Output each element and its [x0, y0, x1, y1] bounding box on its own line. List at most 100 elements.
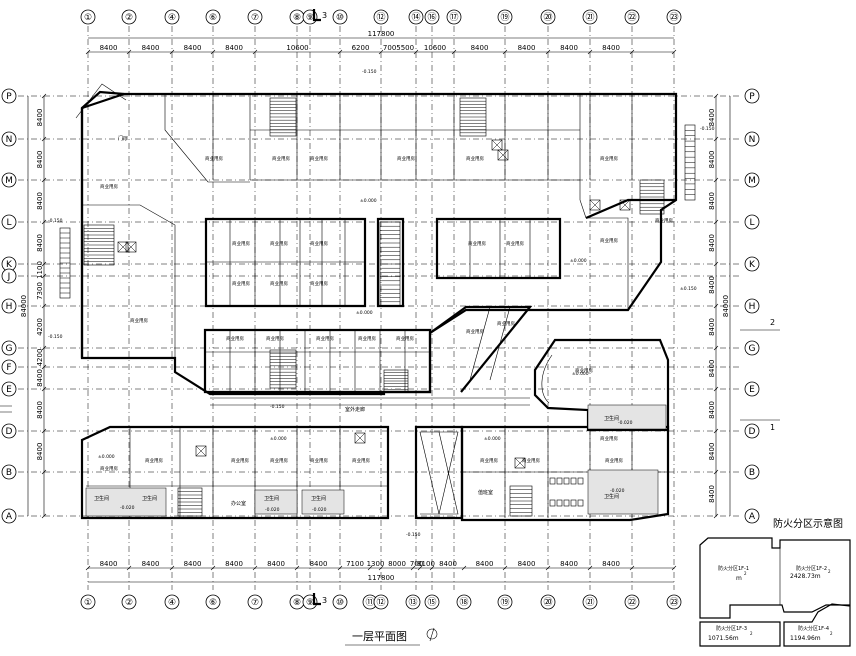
row-axis-right-9	[744, 381, 760, 397]
stairs-and-shafts	[59, 97, 696, 517]
level-label-6: -0.150	[270, 404, 285, 410]
fire-zone-4-area-sup: 2	[830, 631, 833, 636]
right-dim-5: 8400	[708, 318, 716, 336]
column-axis-bottom-1	[121, 594, 137, 610]
bottom-dim-0: 8400	[100, 560, 118, 568]
corridor-band: 室外走廊	[210, 397, 530, 413]
column-axis-top-1	[121, 9, 137, 25]
row-axis-left-8-label: F	[6, 363, 11, 373]
room-toilet-2: 卫生间	[311, 495, 326, 502]
row-axis-right-0-label: P	[749, 92, 755, 102]
row-axis-left-0	[1, 88, 17, 104]
room-office: 办公室	[231, 500, 246, 507]
shop-labels: 商业用房商业用房商业用房商业用房商业用房商业用房商业用房商业用房商业用房商业用房…	[100, 155, 673, 472]
row-axis-right-9-label: E	[749, 385, 755, 395]
row-axis-left-6-label: H	[6, 302, 13, 312]
row-axis-right-3-label: L	[749, 218, 754, 228]
top-dim-11: 8400	[602, 44, 620, 52]
bottom-dim-1: 8400	[142, 560, 160, 568]
shop-label-4: 商业用房	[466, 155, 484, 162]
fire-zone-2-area: 2428.73m	[790, 573, 821, 580]
room-toilet-4: 卫生间	[142, 495, 157, 502]
column-axis-bottom-8-label: ⑪	[365, 597, 374, 608]
row-axis-left-10	[1, 423, 17, 439]
side-mark-2: 2	[770, 318, 775, 327]
column-axis-top-14-label: ㉑	[585, 12, 594, 23]
bottom-dim-12: 8400	[476, 560, 494, 568]
column-axis-bottom-15	[582, 594, 598, 610]
top-dim-9: 8400	[518, 44, 536, 52]
row-axis-right-4	[744, 256, 760, 272]
row-axis-left-2	[1, 172, 17, 188]
row-axis-right-11	[744, 464, 760, 480]
row-axis-left-8	[1, 359, 17, 375]
shop-label-28: 商业用房	[270, 457, 288, 464]
column-axis-bottom-9-label: ⑫	[376, 597, 385, 608]
bottom-dim-15: 8400	[602, 560, 620, 568]
fire-zone-2-label: 防火分区1F-2	[796, 565, 827, 572]
level-label-5: ±0.000	[356, 310, 373, 316]
shop-label-1: 商业用房	[272, 155, 290, 162]
level-label-15: -0.020	[610, 488, 625, 494]
column-axis-bottom-13-label: ⑲	[500, 597, 509, 608]
row-axis-right-12	[744, 508, 760, 524]
top-dim-7: 10600	[424, 44, 446, 52]
shop-label-7: 商业用房	[270, 240, 288, 247]
shop-label-22: 商业用房	[466, 328, 484, 335]
shop-label-8: 商业用房	[310, 240, 328, 247]
shop-label-23: 商业用房	[497, 320, 515, 327]
right-dim-6: 8400	[708, 360, 716, 378]
column-axis-top-15-label: ㉒	[627, 12, 636, 23]
column-axis-bottom-13	[497, 594, 513, 610]
fire-zone-title: 防火分区示意图	[773, 517, 843, 530]
column-axis-top-6-label: ⑨	[306, 13, 314, 23]
column-axis-bottom-7	[332, 594, 348, 610]
shop-label-19: 商业用房	[316, 335, 334, 342]
bottom-total-dim: 117800	[368, 574, 395, 582]
column-axis-bottom-12-label: ⑱	[459, 597, 468, 608]
column-axis-top-9-label: ⑭	[411, 12, 420, 23]
top-dim-10: 8400	[560, 44, 578, 52]
column-axis-top-7-label: ⑩	[336, 13, 344, 23]
column-axis-top-7	[332, 9, 348, 25]
column-axis-top-10	[424, 9, 440, 25]
column-axis-bottom-9	[373, 594, 389, 610]
section-marks: 3 3 2 1	[0, 9, 780, 606]
column-axis-top-0-label: ①	[84, 13, 92, 23]
row-axis-left-2-label: M	[5, 176, 13, 186]
column-axis-bottom-11-label: ⑮	[427, 597, 436, 608]
column-axis-top-1-label: ②	[125, 13, 133, 23]
row-axis-right-0	[744, 88, 760, 104]
level-label-14: -0.020	[312, 507, 327, 513]
column-axis-bottom-10	[405, 594, 421, 610]
column-axis-bottom-0	[80, 594, 96, 610]
shop-label-13: 商业用房	[506, 240, 524, 247]
level-label-0: -0.150	[362, 69, 377, 75]
shop-label-35: 商业用房	[655, 217, 673, 224]
left-dim-9: 8400	[36, 401, 44, 419]
column-axis-top-0	[80, 9, 96, 25]
shop-label-15: 商业用房	[100, 183, 118, 190]
column-axis-top-4	[247, 9, 263, 25]
side-mark-1: 1	[770, 423, 775, 432]
bottom-dim-4: 8400	[267, 560, 285, 568]
bottom-dim-6: 7100	[346, 560, 364, 568]
room-duty: 值班室	[478, 489, 493, 496]
column-axis-top-4-label: ⑦	[251, 13, 259, 23]
shop-label-27: 商业用房	[231, 457, 249, 464]
row-axis-left-5	[1, 268, 17, 284]
left-dim-1: 8400	[36, 151, 44, 169]
top-dim-8: 8400	[471, 44, 489, 52]
building-walls	[75, 83, 678, 522]
row-axis-left-4-label: K	[6, 260, 13, 270]
shop-label-10: 商业用房	[270, 280, 288, 287]
row-axis-right-7	[744, 340, 760, 356]
shop-label-3: 商业用房	[397, 155, 415, 162]
room-toilet-5: 卫生间	[604, 493, 619, 500]
room-toilet-3: 卫生间	[94, 495, 109, 502]
right-dim-1: 8400	[708, 151, 716, 169]
column-axis-bottom-1-label: ②	[125, 598, 133, 608]
